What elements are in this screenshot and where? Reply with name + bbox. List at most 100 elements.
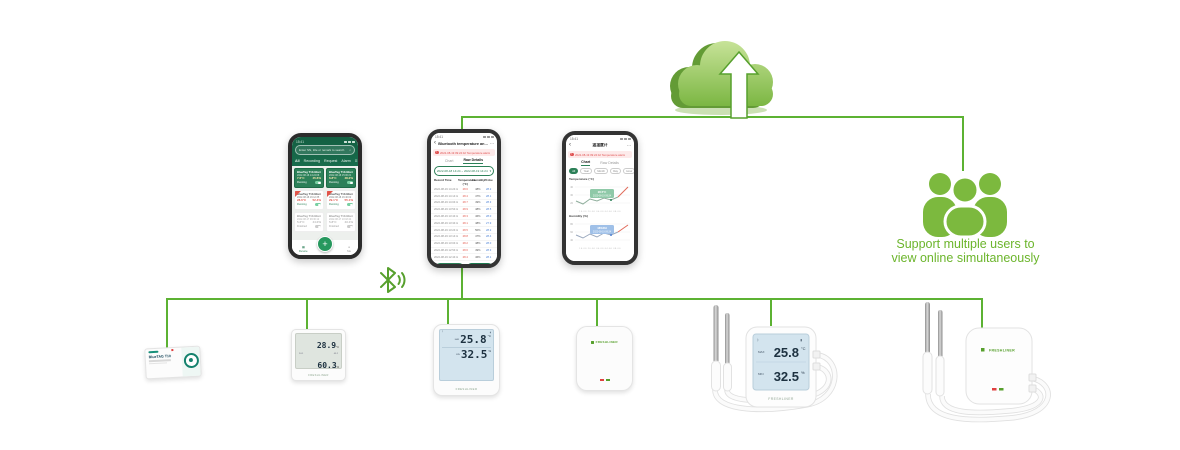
back-icon[interactable]: ‹ (569, 141, 571, 148)
phone1-header: 15:41 Enter SN, title or remark to searc… (292, 137, 358, 166)
phone1-tab-alarm[interactable]: Alarm (341, 158, 351, 163)
filter-year[interactable]: Year (580, 168, 593, 175)
toggle-icon[interactable] (315, 203, 321, 207)
cloud-upload-icon (670, 41, 773, 119)
probe-tip (938, 310, 943, 358)
svg-text:MIN: MIN (758, 372, 764, 376)
brand-leaf-icon (591, 340, 595, 344)
temperature-chart-label: Temperature (°C) (569, 176, 594, 181)
battery-icon: ▮ (489, 332, 491, 334)
filter-hour[interactable]: Hour (623, 168, 634, 175)
svg-text:48%RH: 48%RH (597, 226, 607, 230)
export-data-button[interactable]: Export data (435, 263, 464, 264)
search-icon: ⌕ (349, 148, 351, 152)
phone1-search-input[interactable]: Enter SN, title or remark to search ⌕ (295, 145, 355, 155)
alert-icon: ! (435, 150, 439, 155)
caption-line-1: Support multiple users to (896, 237, 1035, 251)
add-device-button[interactable]: + (317, 236, 333, 252)
svg-text:%: % (801, 370, 805, 375)
back-icon[interactable]: ‹ (434, 139, 436, 146)
phone1-bottom-nav: ▦ Device + ● Me (292, 236, 358, 255)
more-icon[interactable]: ⋯ (490, 141, 494, 146)
svg-text:60: 60 (570, 231, 573, 234)
phone1-status-time: 15:41 (296, 139, 304, 144)
menu-icon[interactable]: ≡ (354, 158, 358, 163)
svg-text:2022-08-19 09:24: 2022-08-19 09:24 (593, 231, 612, 233)
alert-icon: ! (570, 152, 574, 157)
led-red (599, 378, 604, 381)
svg-text:2022-08-19 09:24: 2022-08-19 09:24 (593, 195, 612, 197)
phone1-search-placeholder: Enter SN, title or remark to search (299, 148, 345, 152)
tab-raw-details[interactable]: Raw Details (463, 158, 484, 164)
temp-reading: 28.9 (316, 341, 337, 350)
nav-item-me[interactable]: ● Me (347, 244, 351, 254)
svg-text:28.5°C: 28.5°C (598, 189, 607, 193)
brand-label: FRESHLINER (989, 349, 1015, 353)
device-card-alarm[interactable]: BlueTag T10-Monitor2022-08-18 16:12:35 2… (294, 190, 324, 210)
toggle-icon[interactable] (347, 181, 353, 185)
device-card[interactable]: BlueTag T10-Monitor2022-08-18 14:24:08 7… (294, 168, 324, 188)
phone-data-table: 15:41 ‹ Bluetooth temperature and hu... … (427, 129, 501, 268)
bluetooth-icon (380, 267, 406, 293)
user-icon: ● (348, 244, 350, 249)
phone1-tab-request[interactable]: Request (323, 158, 338, 163)
phone1-tab-all[interactable]: All (295, 158, 300, 163)
table-header: Record Time Temperature (°C) Humidity Pr… (434, 177, 493, 186)
nav-item-device[interactable]: ▦ Device (299, 244, 308, 254)
filter-all[interactable]: All (569, 168, 579, 175)
date-range-picker[interactable]: 2022-08-18 14:24 ~ 2022-08-19 14:24 ▾ (434, 166, 494, 176)
brand-label: FRESHLINER (595, 340, 618, 344)
toggle-icon[interactable] (347, 203, 353, 207)
toggle-icon[interactable] (315, 225, 321, 229)
tab-raw-details[interactable]: Raw Details (600, 161, 619, 165)
tab-chart[interactable]: Chart (444, 159, 454, 163)
temp-reading: 25.8 (774, 345, 799, 360)
chart-button[interactable]: Chart (466, 263, 493, 264)
brand-label: FRESHLINER (455, 387, 478, 391)
more-icon[interactable]: ⋯ (627, 143, 631, 148)
phone1-tab-recording[interactable]: Recording (303, 158, 320, 163)
device-model-label: BlueTAG T10 (148, 353, 172, 359)
device-card[interactable]: BlueTag T10-Monitor2022-08-18 15:06:21 6… (326, 168, 356, 188)
probe-tip (925, 302, 930, 354)
device-gateway-probes: FRESHLINER (922, 302, 1051, 423)
hum-reading: 32.5 (774, 369, 799, 384)
toggle-icon[interactable] (347, 225, 353, 229)
device-thermo-probes: ᛒ▮ MAX 25.8 °C MIN 32.5 % FRESHLINER (711, 305, 838, 413)
caption: Support multiple users to view online si… (878, 237, 1053, 266)
device-body (965, 327, 1033, 405)
svg-text:80: 80 (570, 223, 573, 226)
device-card-alarm[interactable]: BlueTag T10-Monitor2022-08-18 16:40:02 2… (326, 190, 356, 210)
svg-text:40: 40 (570, 186, 573, 189)
humidity-x-labels: 16:00 20:00 00:00 04:00 08:00 (579, 248, 621, 251)
phone3-title: 温湿度计 (592, 143, 608, 147)
grid-icon: ▦ (301, 244, 305, 249)
plus-icon: + (322, 238, 328, 249)
device-card-logger: BlueTAG T10 (144, 345, 202, 380)
device-card-finished[interactable]: BlueTag T10-Monitor2022-08-17 09:30:12 5… (294, 212, 324, 232)
probe-tip (713, 305, 719, 363)
logger-target-logo (181, 346, 201, 377)
tab-chart[interactable]: Chart (581, 160, 591, 166)
filter-month[interactable]: Month (594, 168, 609, 175)
phone2-title: Bluetooth temperature and hu... (438, 141, 489, 146)
svg-text:40: 40 (570, 239, 573, 242)
led-red (992, 388, 997, 391)
svg-text:▮: ▮ (800, 338, 802, 342)
device-gateway: FRESHLINER (576, 326, 633, 391)
toggle-icon[interactable] (315, 181, 321, 185)
device-card-finished[interactable]: BlueTag T10-Monitor2022-08-17 10:18:44 5… (326, 212, 356, 232)
filter-day[interactable]: Day (610, 168, 622, 175)
